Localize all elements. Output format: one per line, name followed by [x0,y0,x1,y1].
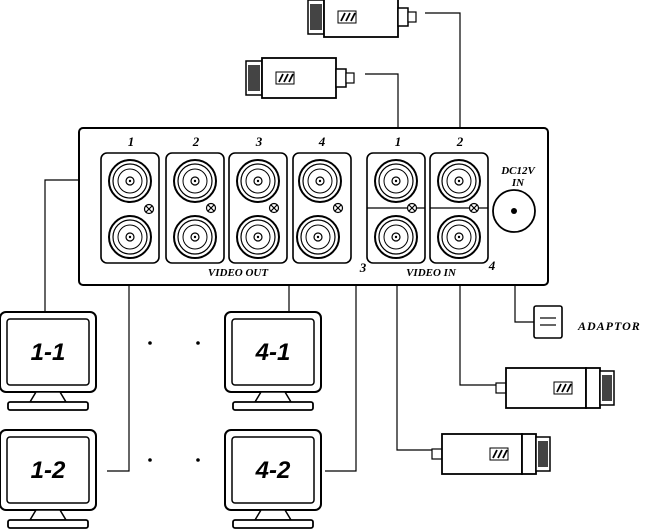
in-number-2: 2 [456,134,464,149]
bnc-out-1a[interactable] [108,159,152,203]
adaptor-label: ADAPTOR [577,319,641,333]
in-number-3: 3 [359,260,367,275]
dc-in-label: IN [511,177,525,189]
output-group-4 [292,152,352,264]
out-number-1: 1 [128,134,135,149]
video-out-label: VIDEO OUT [208,267,269,279]
dc-jack[interactable] [492,189,536,233]
camera-icon [307,0,417,38]
bnc-out-3a[interactable] [236,159,280,203]
bnc-in-3[interactable] [374,215,418,259]
bnc-out-1b[interactable] [108,215,152,259]
dc12v-label: DC12V [500,165,536,177]
ellipsis-dots [148,341,200,462]
output-group-3 [228,152,288,264]
switcher-panel: 1 2 3 4 1 2 3 4 [78,127,549,286]
camera-icon [431,433,551,475]
input-group-1 [366,152,426,264]
out-number-2: 2 [192,134,200,149]
monitor-label-1-1: 1-1 [31,339,66,366]
screw-icon [268,202,280,214]
bnc-out-2a[interactable] [173,159,217,203]
bnc-in-1[interactable] [374,159,418,203]
input-group-2 [429,152,489,264]
out-number-3: 3 [255,134,263,149]
bnc-out-4b[interactable] [296,215,340,259]
monitor-4-2: 4-2 [224,429,322,529]
out-number-4: 4 [318,134,326,149]
cable-in4-to-cam [459,286,496,386]
video-in-label: VIDEO IN [406,267,457,279]
cable-in3-to-cam [396,286,432,451]
output-group-2 [165,152,225,264]
adaptor [533,305,563,339]
screw-icon [332,202,344,214]
camera-icon [495,367,615,409]
in-number-4: 4 [488,258,496,273]
output-group-1 [100,152,160,264]
bnc-out-3b[interactable] [236,215,280,259]
screw-icon [406,202,418,214]
camera-icon [245,57,355,99]
screw-icon [143,203,155,215]
cable-cam-top-to-in2 [425,12,461,130]
bnc-out-2b[interactable] [173,215,217,259]
monitor-label-1-2: 1-2 [31,457,66,484]
in-number-1: 1 [395,134,402,149]
monitor-4-1: 4-1 [224,311,322,411]
cable-out1b-to-mon-1-2 [107,262,130,472]
bnc-out-4a[interactable] [298,159,342,203]
monitor-label-4-2: 4-2 [255,457,291,484]
bnc-in-2[interactable] [437,159,481,203]
cable-cam-upper-to-in1 [365,73,399,130]
screw-icon [468,202,480,214]
monitor-1-1: 1-1 [0,311,97,411]
bnc-in-4[interactable] [437,215,481,259]
screw-icon [205,202,217,214]
monitor-1-2: 1-2 [0,429,97,529]
monitor-label-4-1: 4-1 [255,339,291,366]
